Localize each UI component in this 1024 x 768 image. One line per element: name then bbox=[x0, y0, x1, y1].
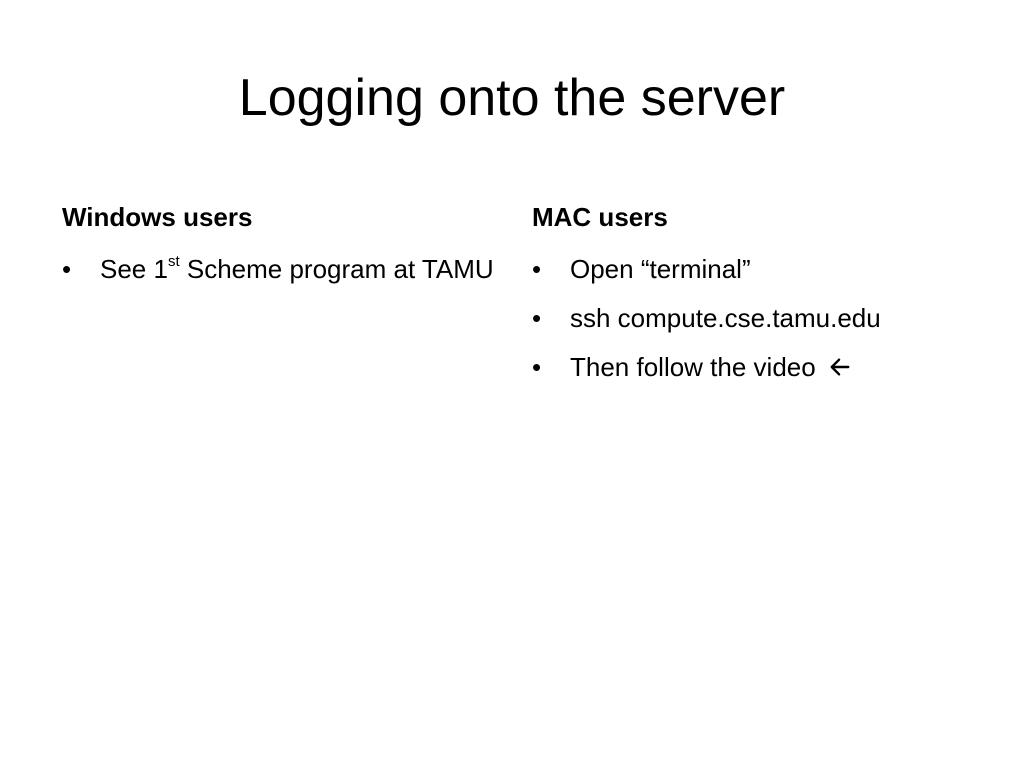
item-suffix: Scheme program at TAMU bbox=[179, 254, 494, 284]
item-superscript: st bbox=[167, 253, 180, 271]
bullet-icon: • bbox=[532, 352, 542, 382]
list-item: • Open “terminal” bbox=[532, 248, 982, 290]
item-prefix: See 1 bbox=[100, 254, 168, 284]
arrow-left-icon bbox=[830, 358, 850, 376]
list-item: • See 1st Scheme program at TAMU bbox=[62, 248, 512, 290]
item-text: Then follow the video bbox=[570, 352, 816, 382]
windows-users-column: Windows users • See 1st Scheme program a… bbox=[62, 196, 512, 297]
mac-users-list: • Open “terminal” • ssh compute.cse.tamu… bbox=[532, 248, 982, 388]
bullet-icon: • bbox=[532, 303, 542, 333]
mac-users-column: MAC users • Open “terminal” • ssh comput… bbox=[532, 196, 982, 395]
windows-users-list: • See 1st Scheme program at TAMU bbox=[62, 248, 512, 290]
slide-title: Logging onto the server bbox=[238, 69, 786, 127]
item-text: Open “terminal” bbox=[570, 254, 751, 284]
list-item: • Then follow the video bbox=[532, 346, 982, 388]
bullet-icon: • bbox=[532, 254, 542, 284]
list-item: • ssh compute.cse.tamu.edu bbox=[532, 297, 982, 339]
item-text: ssh compute.cse.tamu.edu bbox=[570, 303, 881, 333]
windows-users-heading: Windows users bbox=[62, 202, 253, 232]
bullet-icon: • bbox=[62, 254, 72, 284]
mac-users-heading: MAC users bbox=[532, 202, 668, 232]
